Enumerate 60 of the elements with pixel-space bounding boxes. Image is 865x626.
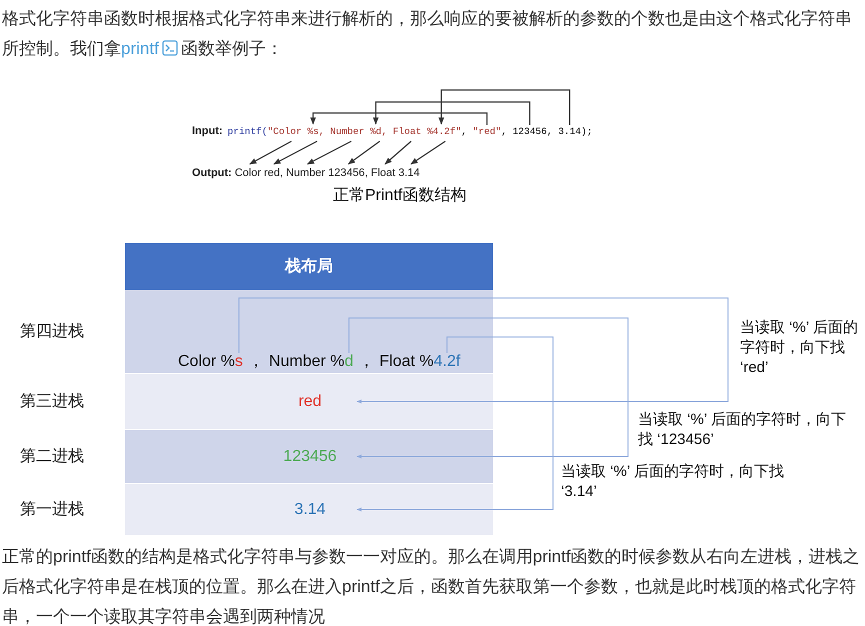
arrow bbox=[238, 298, 728, 404]
row-label: 第二进栈 bbox=[20, 446, 85, 466]
output-token: red bbox=[264, 165, 280, 182]
arrow bbox=[306, 140, 352, 165]
code-text: , bbox=[546, 125, 553, 139]
output-token: Color bbox=[234, 165, 261, 182]
code-token: Number bbox=[330, 125, 364, 140]
input-label: Input: bbox=[192, 124, 223, 139]
code-text: , bbox=[318, 125, 324, 139]
code-token: %s bbox=[307, 125, 319, 140]
arrow bbox=[348, 318, 628, 458]
output-token: 3.14 bbox=[398, 165, 420, 182]
output-text: , bbox=[364, 166, 368, 181]
output-token: Float bbox=[370, 165, 396, 182]
link: printf bbox=[121, 39, 159, 58]
format-text: ， bbox=[358, 352, 374, 372]
code-text: , bbox=[501, 125, 507, 139]
paragraph: 格式化字符串函数时根据格式化字符串来进行解析的，那么响应的要被解析的参数的个数也是由这个格式化字符串所控制。我们拿printf 函数举例子： bbox=[2, 8, 853, 60]
code-text: printf( bbox=[228, 125, 268, 139]
format-specifier: d bbox=[344, 350, 354, 374]
format-text: ， bbox=[248, 352, 264, 372]
code-token: %d bbox=[370, 125, 382, 140]
format-text: Number % bbox=[268, 352, 344, 372]
arrow bbox=[273, 140, 318, 165]
row-label: 第三进栈 bbox=[20, 392, 85, 412]
code-text: " bbox=[456, 125, 462, 139]
format-text: Color % bbox=[178, 352, 235, 372]
code-token: Float bbox=[392, 125, 422, 140]
arrow bbox=[438, 89, 570, 125]
stack-value: 123456 bbox=[265, 444, 355, 468]
arrow bbox=[384, 140, 412, 164]
code-text: " bbox=[267, 125, 274, 139]
output-label: Output: bbox=[192, 166, 232, 181]
arrow bbox=[348, 140, 380, 164]
output-text: , bbox=[280, 166, 283, 181]
output-token: Number bbox=[286, 165, 326, 182]
code-text: , bbox=[381, 125, 388, 139]
arrow bbox=[410, 140, 446, 164]
code-token: 123456 bbox=[512, 125, 547, 140]
row-label: 第一进栈 bbox=[20, 500, 85, 520]
code-token: %4.2f bbox=[427, 125, 456, 140]
output-token: 123456 bbox=[328, 165, 365, 182]
code-token: 3.14 bbox=[558, 125, 582, 140]
format-text: Float % bbox=[379, 352, 434, 372]
arrow bbox=[249, 140, 292, 165]
stack-value: 3.14 bbox=[265, 498, 355, 522]
arrow bbox=[372, 101, 530, 125]
code-token: "red" bbox=[472, 125, 502, 140]
paragraph: 正常的printf函数的结构是格式化字符串与参数一一对应的。那么在调用printf函数的时候参数从右向左进栈，进栈之后格式化字符串是在栈顶的位置。那么在进入printf之后，函数首先获取第一个参数，也就是此时栈顶的格式化字符串，一个一个读取其字符串会遇到两种情况 bbox=[2, 546, 860, 626]
format-specifier: 4.2f bbox=[434, 350, 460, 374]
arrow bbox=[356, 336, 554, 512]
stack-header: 栈布局 bbox=[125, 243, 493, 290]
arrow bbox=[310, 112, 488, 125]
figure-caption: 正常Printf函数结构 bbox=[333, 186, 466, 206]
code-token: Color bbox=[273, 125, 302, 140]
stack-value: red bbox=[265, 390, 355, 414]
format-specifier: s bbox=[234, 350, 243, 374]
code-text: , bbox=[461, 125, 467, 139]
row-label: 第四进栈 bbox=[20, 322, 85, 342]
code-text: ); bbox=[581, 125, 592, 139]
